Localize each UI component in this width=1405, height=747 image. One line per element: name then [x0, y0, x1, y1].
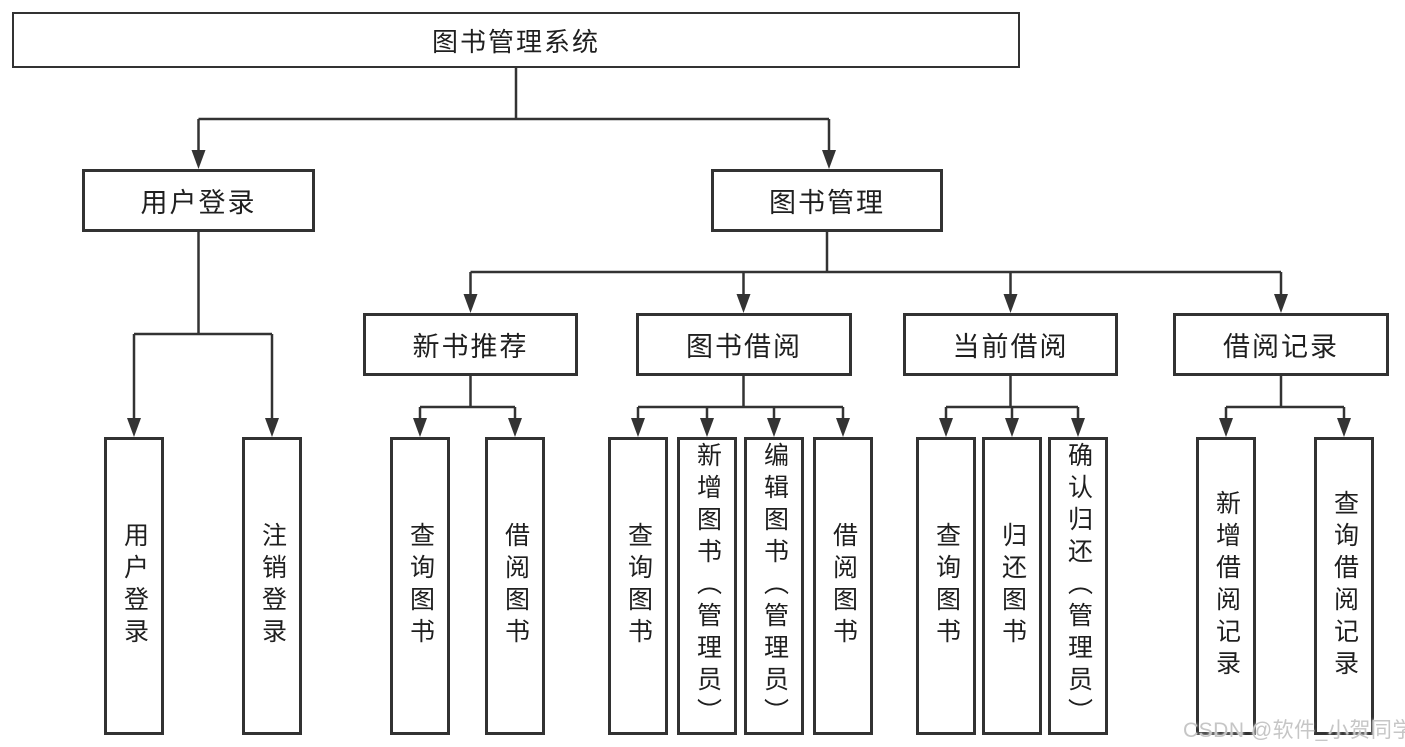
leaf-label: 新增图书（管理员） [693, 442, 722, 730]
node-leaf-confirm-return-admin: 确认归还（管理员） [1048, 437, 1108, 735]
node-leaf-user-login: 用户登录 [104, 437, 164, 735]
node-leaf-add-borrow-record: 新增借阅记录 [1196, 437, 1256, 735]
node-leaf-query-books-current: 查询图书 [916, 437, 976, 735]
node-leaf-edit-book-admin: 编辑图书（管理员） [744, 437, 804, 735]
leaf-label: 查询借阅记录 [1330, 490, 1359, 682]
node-leaf-add-book-admin: 新增图书（管理员） [677, 437, 737, 735]
leaf-label: 归还图书 [998, 522, 1027, 650]
connector-borrow-record-children [1219, 376, 1351, 437]
node-leaf-query-books-borrow: 查询图书 [608, 437, 668, 735]
leaf-label: 编辑图书（管理员） [760, 442, 789, 730]
node-leaf-borrow-books-recommend: 借阅图书 [485, 437, 545, 735]
connector-current-borrow-children [939, 376, 1085, 437]
node-book-borrow: 图书借阅 [636, 313, 852, 376]
leaf-label: 查询图书 [406, 522, 435, 650]
node-borrow-record: 借阅记录 [1173, 313, 1389, 376]
node-leaf-query-borrow-record: 查询借阅记录 [1314, 437, 1374, 735]
node-user-login: 用户登录 [82, 169, 315, 232]
leaf-label: 查询图书 [624, 522, 653, 650]
leaf-label: 借阅图书 [829, 522, 858, 650]
connector-user-login-children [127, 232, 279, 437]
leaf-label: 新增借阅记录 [1212, 490, 1241, 682]
connector-root-to-level2 [191, 68, 836, 169]
leaf-label: 注销登录 [258, 522, 287, 650]
node-new-book-recommend: 新书推荐 [363, 313, 578, 376]
leaf-label: 借阅图书 [501, 522, 530, 650]
leaf-label: 确认归还（管理员） [1064, 442, 1093, 730]
csdn-watermark: CSDN @软件_小贺同学 [1183, 719, 1405, 742]
leaf-label: 查询图书 [932, 522, 961, 650]
connector-new-book-children [413, 376, 522, 437]
node-leaf-borrow-books: 借阅图书 [813, 437, 873, 735]
node-current-borrow: 当前借阅 [903, 313, 1118, 376]
node-leaf-query-books-recommend: 查询图书 [390, 437, 450, 735]
leaf-label: 用户登录 [120, 522, 149, 650]
connector-book-borrow-children [631, 376, 850, 437]
node-book-management: 图书管理 [711, 169, 943, 232]
node-leaf-return-book: 归还图书 [982, 437, 1042, 735]
node-root-library-system: 图书管理系统 [12, 12, 1020, 68]
connector-book-mgmt-children [463, 232, 1288, 313]
node-leaf-logout: 注销登录 [242, 437, 302, 735]
